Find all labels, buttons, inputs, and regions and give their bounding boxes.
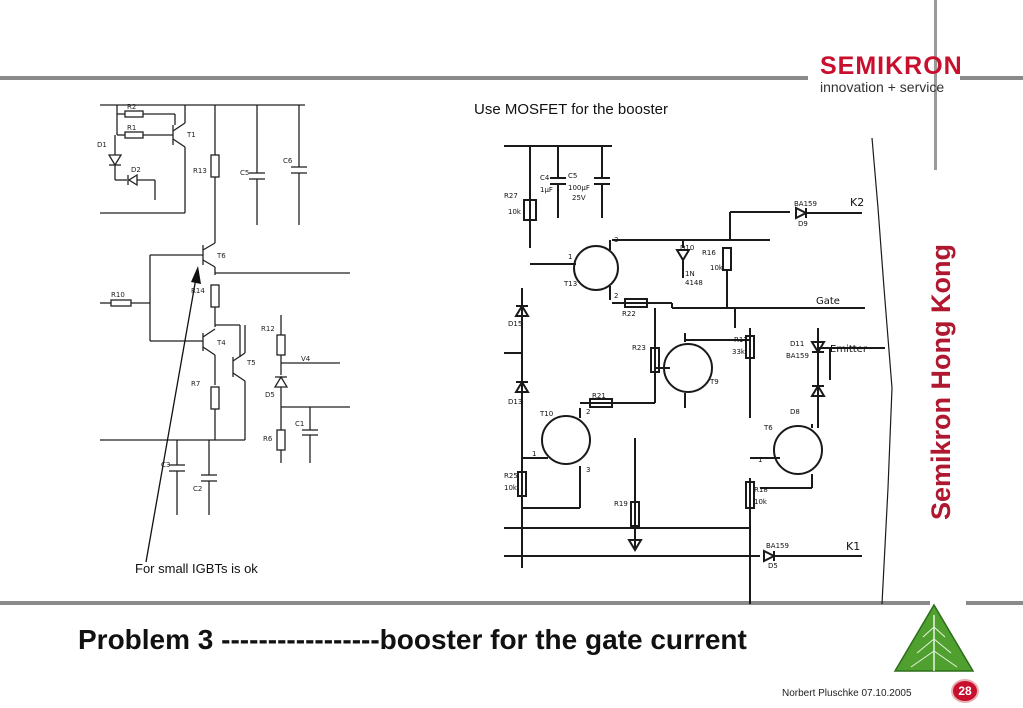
svg-text:T9: T9 [709,378,719,386]
top-rule [0,76,808,80]
svg-text:T10: T10 [539,410,553,418]
logo-brand: SEMIKRON [820,52,963,80]
svg-text:BA159: BA159 [766,542,789,550]
svg-text:R6: R6 [263,435,273,443]
top-rule-right [960,76,1023,80]
svg-text:R27: R27 [504,192,518,200]
bottom-rule-right [966,601,1023,605]
svg-text:R16: R16 [702,249,716,257]
svg-text:D13: D13 [508,398,522,406]
svg-text:1: 1 [532,450,536,458]
svg-text:T5: T5 [246,359,256,367]
svg-text:R13: R13 [193,167,207,175]
svg-text:C5: C5 [568,172,577,180]
svg-text:T4: T4 [216,339,226,347]
svg-text:C2: C2 [193,485,202,493]
svg-text:R22: R22 [622,310,636,318]
svg-text:25V: 25V [572,194,586,202]
svg-text:2: 2 [614,292,618,300]
svg-text:C5: C5 [240,169,249,177]
svg-text:3: 3 [614,236,618,244]
svg-text:R21: R21 [592,392,606,400]
svg-text:C1: C1 [295,420,304,428]
svg-text:1µF: 1µF [540,186,553,194]
svg-text:K1: K1 [846,540,860,553]
vertical-rule [934,0,937,170]
svg-text:100µF: 100µF [568,184,590,192]
svg-text:R2: R2 [127,103,136,111]
svg-text:10k: 10k [504,484,518,492]
svg-text:1N: 1N [685,270,695,278]
svg-text:K2: K2 [850,196,864,209]
svg-text:R12: R12 [261,325,275,333]
svg-text:33k: 33k [732,348,746,356]
svg-text:4148: 4148 [685,279,703,287]
svg-text:R17: R17 [734,336,748,344]
svg-text:D10: D10 [680,244,694,252]
svg-text:10k: 10k [754,498,768,506]
svg-text:BA159: BA159 [786,352,809,360]
svg-text:T1: T1 [186,131,196,139]
svg-text:D9: D9 [798,220,808,228]
svg-text:10k: 10k [508,208,522,216]
svg-text:2: 2 [586,408,590,416]
svg-text:D1: D1 [97,141,107,149]
svg-text:D2: D2 [131,166,141,174]
svg-text:D11: D11 [790,340,804,348]
svg-text:R14: R14 [191,287,205,295]
svg-text:Emitter: Emitter [830,344,868,355]
svg-text:Gate: Gate [816,296,840,307]
svg-text:10k: 10k [710,264,724,272]
svg-text:R18: R18 [754,486,768,494]
svg-text:V4: V4 [301,355,311,363]
svg-text:D8: D8 [790,408,800,416]
svg-text:R7: R7 [191,380,200,388]
svg-text:R1: R1 [127,124,136,132]
footer-author-date: Norbert Pluschke 07.10.2005 [782,688,912,699]
svg-text:C4: C4 [540,174,550,182]
svg-text:T6: T6 [763,424,773,432]
tree-logo-icon [893,603,975,672]
svg-text:1: 1 [758,456,762,464]
svg-text:C6: C6 [283,157,293,165]
slide-title: Problem 3 -----------------booster for t… [78,624,747,655]
svg-text:T6: T6 [216,252,226,260]
caption-small-igbts: For small IGBTs is ok [135,561,258,576]
caption-mosfet: Use MOSFET for the booster [474,101,668,118]
bottom-rule [0,601,930,605]
svg-text:R19: R19 [614,500,628,508]
svg-text:T13: T13 [563,280,577,288]
svg-text:D5: D5 [768,562,778,570]
svg-text:R23: R23 [632,344,646,352]
svg-text:BA159: BA159 [794,200,817,208]
logo-tagline: innovation + service [820,79,945,95]
svg-text:R10: R10 [111,291,125,299]
pointer-arrow [145,266,201,563]
svg-text:D15: D15 [508,320,522,328]
svg-text:C3: C3 [161,461,170,469]
svg-text:R25: R25 [504,472,518,480]
svg-text:3: 3 [586,466,590,474]
svg-text:D5: D5 [265,391,275,399]
side-label: Semikron Hong Kong [926,244,956,520]
semikron-logo: SEMIKRON innovation + service [820,52,963,95]
page-number-badge: 28 [951,679,979,703]
svg-text:1: 1 [568,253,572,261]
